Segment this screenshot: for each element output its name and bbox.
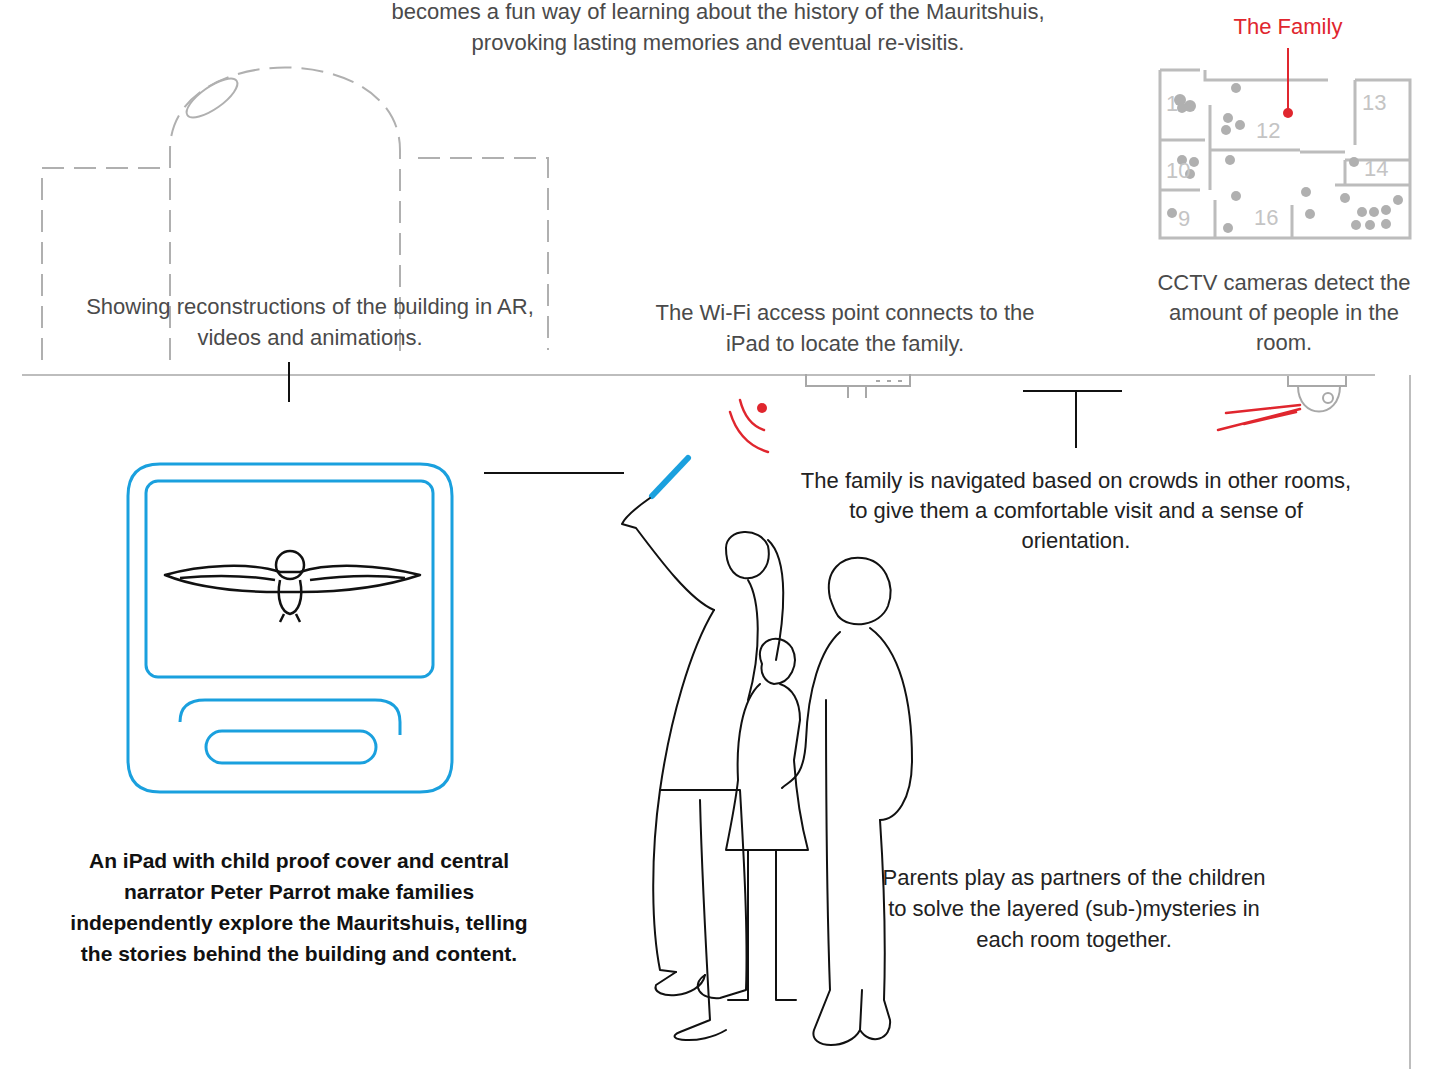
family-figures-part	[726, 532, 769, 578]
phone	[652, 458, 688, 496]
family-figures-part	[860, 820, 890, 1039]
visitor-dot-part	[1351, 220, 1361, 230]
parrot-narrator	[165, 551, 420, 622]
family-figures-part	[726, 684, 808, 850]
signal-dot	[757, 403, 767, 413]
floor-line-part	[1409, 375, 1411, 1069]
visitor-dot-part	[1340, 193, 1350, 203]
family-figures	[622, 498, 912, 1045]
cctv-note: CCTV cameras detect the amount of people…	[1146, 268, 1422, 358]
building-sketch	[42, 68, 548, 361]
floor-plan-part	[1160, 70, 1410, 238]
wifi-access-point-part	[848, 381, 902, 398]
family-figures-part	[870, 628, 912, 820]
visitor-dot	[1167, 83, 1403, 233]
family-figures-part	[622, 498, 714, 610]
room-number: 12	[1256, 118, 1296, 144]
visitor-dot-part	[1365, 220, 1375, 230]
ipad-caption: An iPad with child proof cover and centr…	[70, 845, 528, 969]
leader-line-part	[484, 472, 624, 474]
visitor-dot-part	[1301, 187, 1311, 197]
ipad-device-part	[128, 464, 452, 792]
building-sketch-part	[42, 168, 168, 360]
wifi-access-point-part	[806, 374, 910, 386]
signal-symbol	[730, 400, 1300, 452]
visitor-dot-part	[1235, 120, 1245, 130]
building-detail	[181, 72, 243, 124]
room-number: 14	[1364, 156, 1404, 182]
family-figures-part	[829, 558, 891, 624]
leader-line-part	[288, 362, 290, 402]
family-callout: The Family	[1218, 13, 1358, 41]
family-figures-part	[760, 639, 795, 684]
room-number: 9	[1178, 206, 1198, 232]
room-number: 16	[1254, 205, 1294, 231]
leader-line	[289, 362, 1122, 473]
visitor-dot-part	[1381, 219, 1391, 229]
family-figures-part	[813, 700, 862, 1045]
ar-note: Showing reconstructions of the building …	[86, 291, 534, 353]
visitor-dot-part	[1357, 207, 1367, 217]
family-figures-part	[728, 850, 796, 1000]
leader-line-part	[1023, 391, 1122, 448]
intro-note: becomes a fun way of learning about the …	[356, 0, 1080, 58]
family-figures-part	[748, 580, 758, 700]
visitor-dot-part	[1305, 209, 1315, 219]
visitor-dot-part	[1225, 155, 1235, 165]
floor-plan	[1160, 70, 1410, 238]
family-marker-dot-part	[1283, 108, 1293, 118]
visitor-dot-part	[1231, 191, 1241, 201]
room-number: 10	[1166, 158, 1206, 184]
floor-plan-part	[1215, 185, 1410, 238]
visitor-dot-part	[1349, 157, 1359, 167]
room-number: 13	[1362, 90, 1402, 116]
family-figures-part	[656, 972, 705, 995]
family-figures-part	[782, 632, 840, 788]
family-marker	[1287, 48, 1289, 112]
visitor-dot-part	[1167, 208, 1177, 218]
visitor-dot-part	[1223, 223, 1233, 233]
cctv-camera-part	[1288, 376, 1346, 386]
floor-line-part	[22, 374, 1375, 376]
parrot-narrator-part	[276, 551, 304, 579]
visitor-dot-part	[1223, 113, 1233, 123]
cctv-camera-part	[1323, 393, 1333, 403]
ipad-device-part	[146, 481, 433, 677]
parents-note: Parents play as partners of the children…	[878, 862, 1270, 955]
visitor-dot-part	[1231, 83, 1241, 93]
floor-plan-part	[1300, 80, 1410, 185]
visitor-dot-part	[1221, 125, 1231, 135]
family-figures-part	[768, 540, 783, 660]
visitor-dot-part	[1369, 207, 1379, 217]
signal-dot-part	[757, 403, 767, 413]
cctv-camera-part	[1298, 386, 1340, 412]
building-sketch-part	[418, 158, 548, 350]
ipad-device-part	[206, 731, 376, 763]
wifi-note: The Wi-Fi access point connects to the i…	[650, 297, 1040, 359]
parrot-narrator-part	[280, 614, 300, 622]
visitor-dot-part	[1189, 157, 1199, 167]
navigation-note: The family is navigated based on crowds …	[796, 466, 1356, 556]
visitor-dot-part	[1177, 103, 1187, 113]
building-detail-part	[181, 72, 243, 124]
parrot-narrator-part	[279, 580, 302, 614]
signal-symbol-part	[1218, 405, 1300, 430]
family-marker-dot	[1283, 108, 1293, 118]
floor-line	[22, 375, 1410, 1069]
ipad-device	[128, 464, 452, 792]
family-figures-part	[675, 800, 726, 1040]
visitor-dot-part	[1381, 205, 1391, 215]
floor-plan-part	[1160, 105, 1300, 190]
family-marker-part	[1287, 48, 1289, 112]
room-number: 1	[1166, 91, 1186, 117]
visitor-dot-part	[1393, 195, 1403, 205]
phone-part	[652, 458, 688, 496]
wifi-access-point	[806, 374, 910, 398]
